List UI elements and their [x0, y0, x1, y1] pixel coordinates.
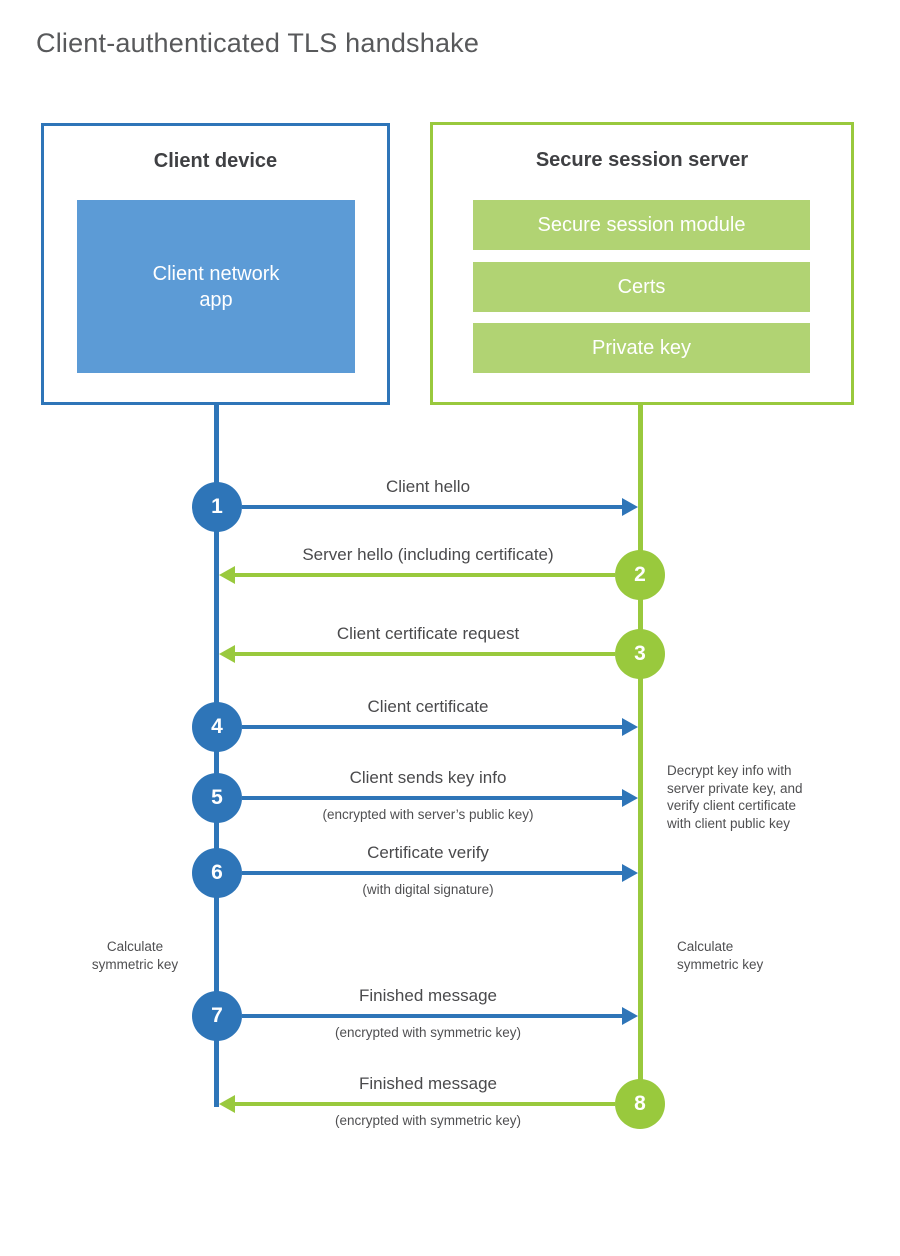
note-line: Decrypt key info with: [667, 763, 792, 778]
note-line: server private key, and: [667, 780, 803, 796]
note-line: verify client certificate: [667, 798, 797, 813]
step-number-badge: 5: [192, 773, 242, 823]
arrow-client-to-server: [242, 864, 638, 882]
message-label: Client certificate: [367, 697, 489, 716]
server-module-secure-session: Secure session module: [473, 200, 810, 250]
message-sublabel: (encrypted with symmetric key): [334, 1025, 522, 1040]
step-number-badge: 8: [615, 1079, 665, 1129]
step-number-badge: 4: [192, 702, 242, 752]
message-label: Finished message: [359, 986, 497, 1005]
server-module-certs: Certs: [473, 262, 810, 312]
client-network-app-box: Client network app: [77, 200, 355, 373]
message-label: Finished message: [359, 1074, 497, 1093]
step-number-badge: 2: [615, 550, 665, 600]
note-line: Calculate: [106, 939, 164, 954]
message-label: Client hello: [385, 477, 471, 496]
message-sublabel: (with digital signature): [362, 882, 494, 897]
client-lifeline: [214, 405, 219, 1107]
arrow-server-to-client: [219, 566, 615, 584]
client-device-box: Client device Client network app: [41, 123, 390, 405]
client-app-line: Client network: [152, 262, 280, 285]
step-number-badge: 3: [615, 629, 665, 679]
message-sublabel: (encrypted with symmetric key): [334, 1113, 522, 1128]
step-number-badge: 1: [192, 482, 242, 532]
secure-session-server-box: Secure session server Secure session mod…: [430, 122, 854, 405]
note-calculate-symmetric-key-server: Calculate symmetric key: [677, 938, 763, 973]
client-app-line: app: [199, 288, 233, 311]
arrow-client-to-server: [242, 1007, 638, 1025]
note-line: symmetric key: [677, 956, 764, 972]
page-title: Client-authenticated TLS handshake: [36, 28, 480, 58]
note-line: symmetric key: [91, 956, 179, 972]
server-module-private-key: Private key: [473, 323, 810, 373]
arrow-client-to-server: [242, 498, 638, 516]
arrow-server-to-client: [219, 645, 615, 663]
message-label: Client certificate request: [336, 624, 520, 643]
note-line: with client public key: [667, 815, 791, 831]
server-title: Secure session server: [535, 149, 749, 171]
note-calculate-symmetric-key-client: Calculate symmetric key: [80, 938, 190, 973]
arrow-client-to-server: [242, 718, 638, 736]
message-label: Client sends key info: [349, 768, 507, 787]
note-decrypt-key-info: Decrypt key info with server private key…: [667, 762, 803, 832]
client-device-title: Client device: [153, 150, 278, 172]
message-label: Server hello (including certificate): [302, 545, 554, 564]
note-line: Calculate: [677, 939, 734, 954]
step-number-badge: 7: [192, 991, 242, 1041]
arrow-client-to-server: [242, 789, 638, 807]
server-lifeline: [638, 405, 643, 1105]
message-label: Certificate verify: [367, 843, 489, 862]
step-number-badge: 6: [192, 848, 242, 898]
arrow-server-to-client: [219, 1095, 615, 1113]
message-sublabel: (encrypted with server’s public key): [322, 807, 534, 822]
